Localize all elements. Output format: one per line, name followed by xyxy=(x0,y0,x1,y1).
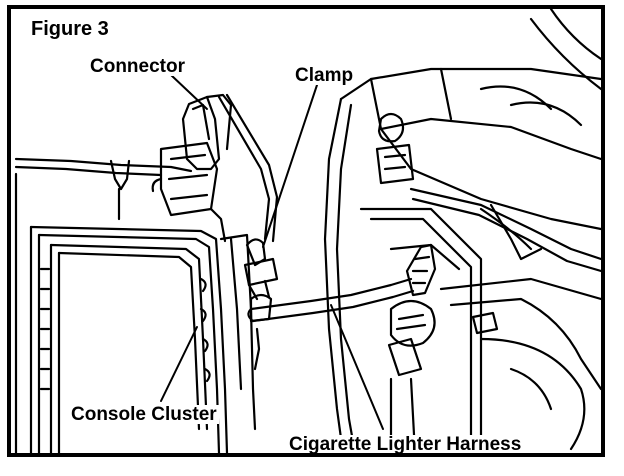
cigarette-lighter-harness-label: Cigarette Lighter Harness xyxy=(287,434,524,455)
console-illustration xyxy=(14,9,601,453)
connector-label: Connector xyxy=(88,56,187,77)
console-cluster-label: Console Cluster xyxy=(69,404,219,425)
figure-frame: Figure 3 Connector Clamp Console Cluster… xyxy=(7,5,605,457)
clamp-label: Clamp xyxy=(293,65,356,86)
figure-title: Figure 3 xyxy=(29,18,111,40)
console-body-drawing xyxy=(323,9,601,453)
leader-lines xyxy=(160,74,384,430)
leader-connector xyxy=(170,74,208,110)
harness-drawing xyxy=(247,243,437,323)
clamp-drawing xyxy=(243,238,279,371)
console-cluster-drawing xyxy=(14,157,257,453)
leader-console-cluster xyxy=(160,326,198,402)
leader-clamp xyxy=(262,84,318,248)
leader-harness xyxy=(330,304,384,430)
